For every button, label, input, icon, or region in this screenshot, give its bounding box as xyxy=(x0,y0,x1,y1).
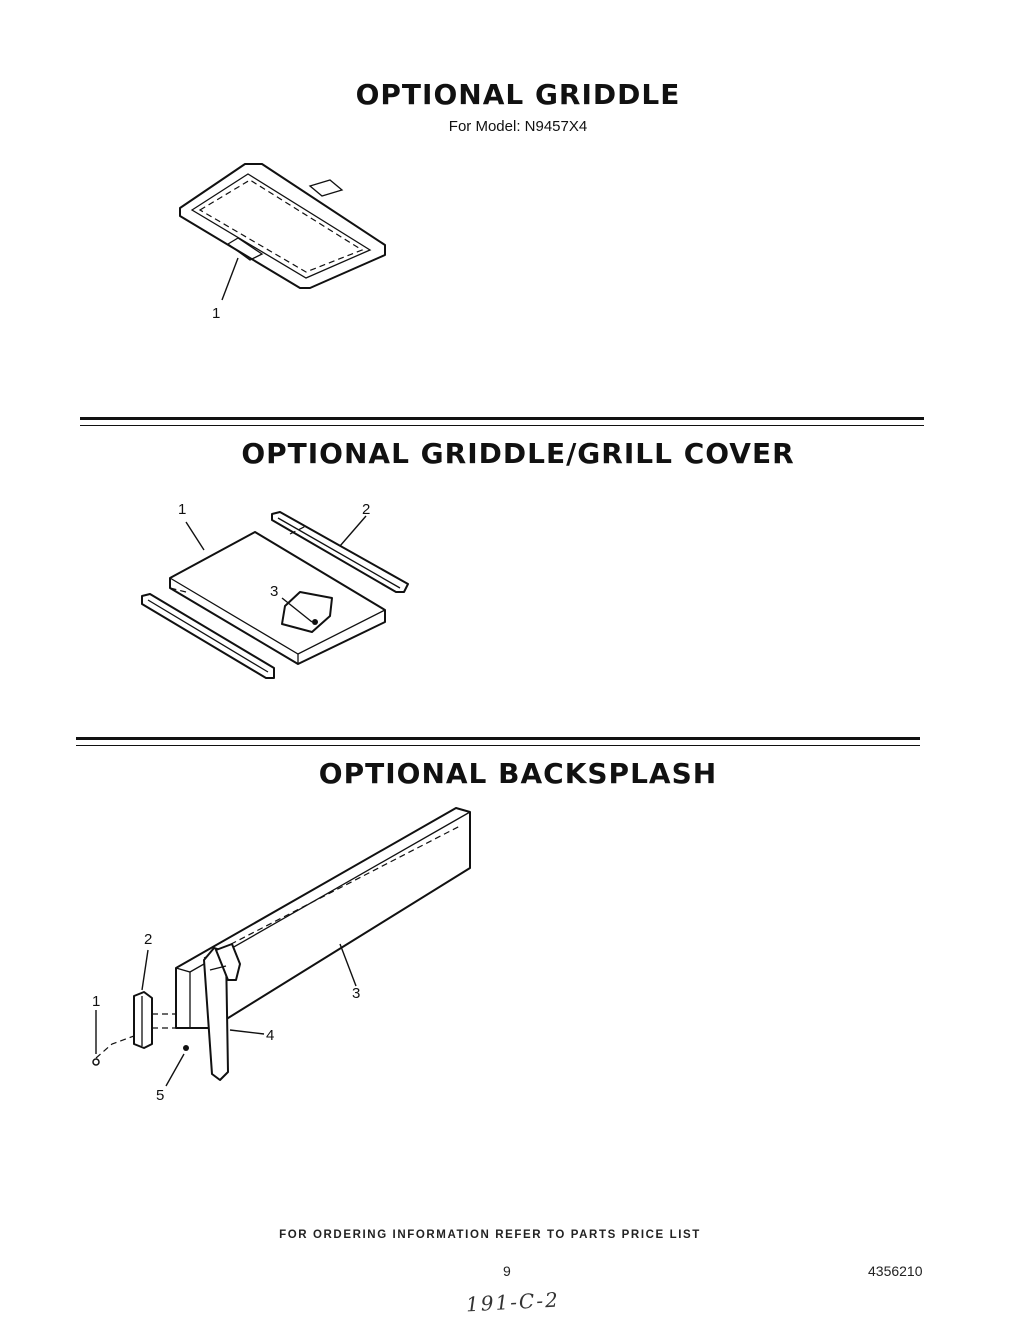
cover-plate xyxy=(169,531,386,665)
divider-2-top xyxy=(76,737,920,740)
divider-1-bottom xyxy=(80,425,924,426)
end-bracket xyxy=(203,943,241,1081)
divider-2-bottom xyxy=(76,745,920,746)
callout-backsplash-5: 5 xyxy=(156,1087,164,1104)
divider-1-top xyxy=(80,417,924,420)
section-title-griddle: OPTIONAL GRIDDLE xyxy=(355,78,681,111)
callout-cover-2: 2 xyxy=(362,501,370,518)
model-subtitle: For Model: N9457X4 xyxy=(448,118,588,135)
handwritten-note: 191-C-2 xyxy=(465,1287,561,1317)
callout-backsplash-2: 2 xyxy=(144,931,152,948)
backsplash-diagram: 1 2 3 4 5 xyxy=(92,807,471,1104)
page-number: 9 xyxy=(503,1263,511,1279)
grill-cover-diagram: 1 2 3 xyxy=(141,501,409,679)
screw xyxy=(92,1058,100,1066)
ordering-note: FOR ORDERING INFORMATION REFER TO PARTS … xyxy=(279,1229,701,1241)
griddle-diagram: 1 xyxy=(179,163,386,322)
callout-cover-1: 1 xyxy=(178,501,186,518)
section-title-grill-cover: OPTIONAL GRIDDLE/GRILL COVER xyxy=(241,437,795,470)
end-cap xyxy=(133,991,153,1049)
callout-backsplash-4: 4 xyxy=(266,1027,274,1044)
rear-rail xyxy=(271,511,409,593)
front-rail xyxy=(141,593,275,679)
griddle-plate xyxy=(179,163,386,289)
callout-cover-3: 3 xyxy=(270,583,278,600)
section-title-backsplash: OPTIONAL BACKSPLASH xyxy=(318,757,718,790)
document-number: 4356210 xyxy=(868,1263,923,1279)
fastener xyxy=(183,1045,189,1051)
callout-backsplash-1: 1 xyxy=(92,993,100,1010)
backsplash-panel xyxy=(175,807,471,1029)
callout-griddle-1: 1 xyxy=(212,305,220,322)
callout-backsplash-3: 3 xyxy=(352,985,360,1002)
